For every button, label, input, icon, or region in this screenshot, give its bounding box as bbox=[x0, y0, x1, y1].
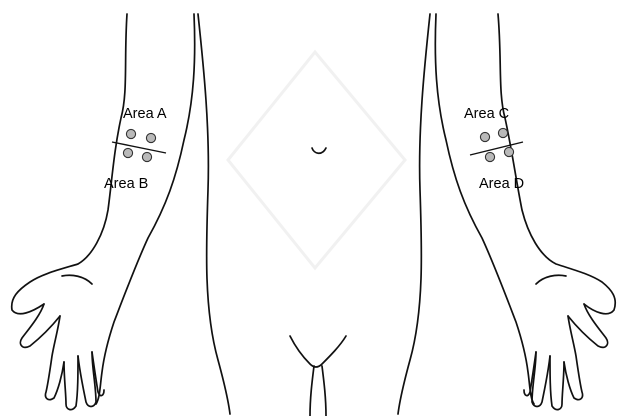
injection-site-dot bbox=[480, 132, 489, 141]
torso bbox=[198, 14, 430, 416]
right-arm-outer-edge bbox=[498, 14, 615, 314]
right-arm-inner-edge bbox=[435, 14, 534, 404]
torso-left-side bbox=[198, 14, 230, 414]
left-arm bbox=[12, 14, 195, 410]
left-arm-outer-edge bbox=[12, 14, 127, 314]
injection-site-dot bbox=[126, 129, 135, 138]
injection-site-dot bbox=[142, 152, 151, 161]
left-hand-finger-2 bbox=[64, 356, 78, 410]
injection-site-dot bbox=[146, 133, 155, 142]
torso-right-side bbox=[398, 14, 430, 414]
injection-site-dot bbox=[504, 147, 513, 156]
injection-site-dot bbox=[498, 128, 507, 137]
label-area-b: Area B bbox=[104, 176, 148, 192]
right-hand-finger-2 bbox=[550, 356, 564, 410]
right-hand-thumb bbox=[568, 304, 608, 347]
leg-gap-right bbox=[322, 366, 326, 416]
label-area-c: Area C bbox=[464, 106, 509, 122]
label-area-a: Area A bbox=[123, 106, 167, 122]
injection-site-dot bbox=[485, 152, 494, 161]
left-arm-inner-edge bbox=[96, 14, 195, 404]
right-arm bbox=[435, 14, 615, 410]
injection-site-right: Area C Area D bbox=[464, 106, 524, 192]
injection-site-left: Area A Area B bbox=[104, 106, 167, 192]
left-wrist-crease bbox=[62, 275, 92, 284]
right-wrist-crease bbox=[536, 275, 566, 284]
left-hand-thumb bbox=[20, 304, 60, 347]
faint-abdomen-mark bbox=[228, 52, 405, 268]
leg-gap-left bbox=[310, 366, 314, 416]
navel-icon bbox=[312, 148, 326, 153]
divider-line-left bbox=[112, 142, 166, 153]
label-area-d: Area D bbox=[479, 176, 524, 192]
divider-line-right bbox=[470, 142, 523, 155]
groin-left bbox=[290, 336, 346, 367]
injection-site-dot bbox=[123, 148, 132, 157]
